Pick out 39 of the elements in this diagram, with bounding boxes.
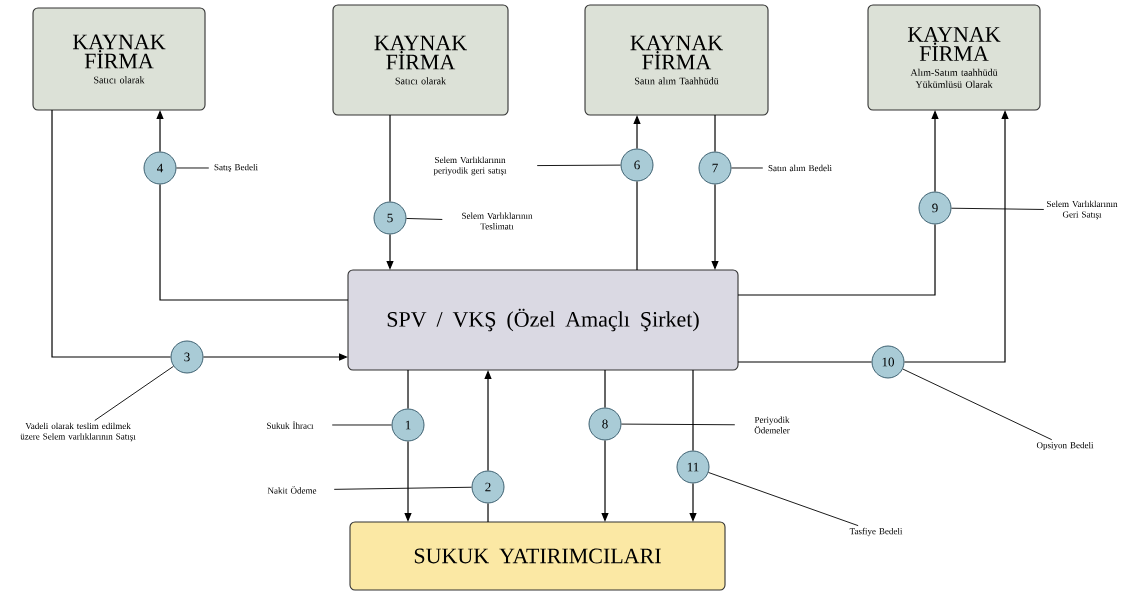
connector-line: [737, 361, 873, 363]
connector-line: [407, 369, 409, 410]
step-label: Satış Bedeli: [214, 163, 258, 173]
source-box: KAYNAK FİRMA Satın alım Taahhüdü: [584, 4, 769, 116]
leader-line: [331, 424, 392, 426]
step-label: Vadeli olarak teslim edilmek üzere Selem varlıklarının Satışı: [20, 422, 136, 442]
source-box: KAYNAK FİRMA Satıcı olarak: [332, 4, 509, 116]
connector-line: [714, 114, 716, 153]
connector-line: [636, 180, 638, 271]
step-label: Nakit Ödeme: [267, 486, 317, 494]
connector-line: [389, 114, 391, 203]
step-label: Selem Varlıklarının periyodik geri satışı: [433, 156, 507, 176]
leader-line: [536, 164, 621, 167]
investor-box: SUKUK YATIRIMCILARI: [349, 521, 726, 591]
step-label: Opsiyon Bedeli: [1036, 441, 1094, 451]
leader-line: [94, 365, 174, 421]
connector-line: [604, 369, 606, 409]
connector-line: [487, 502, 489, 523]
source-box: KAYNAK FİRMA Alım-Satım taahhüdü Yükümlüsü Olarak: [867, 4, 1041, 111]
connector-line: [692, 369, 694, 452]
leader-line: [708, 472, 859, 527]
leader-line: [951, 207, 1045, 210]
source-box: KAYNAK FİRMA Satıcı olarak: [32, 7, 206, 111]
leader-line: [333, 486, 472, 490]
leader-line: [731, 167, 764, 169]
step-label: Selem Varlıklarının Geri Satışı: [1047, 200, 1118, 220]
leader-line: [176, 167, 210, 169]
step-label: Sukuk İhracı: [267, 421, 314, 429]
leader-line: [621, 423, 736, 426]
connector-line: [737, 223, 936, 296]
step-label: Tasfiye Bedeli: [849, 527, 903, 537]
leader-line: [902, 368, 1053, 441]
step-label: Selem Varlıklarının Teslimatı: [462, 212, 533, 230]
company-box: SPV / VKŞ (Özel Amaçlı Şirket): [347, 269, 739, 371]
leader-line: [406, 218, 443, 220]
step-label: Periyodik Ödemeler: [754, 416, 790, 434]
connector-line: [51, 109, 172, 358]
connector-line: [159, 183, 349, 301]
step-label: Satın alım Bedeli: [768, 164, 832, 172]
